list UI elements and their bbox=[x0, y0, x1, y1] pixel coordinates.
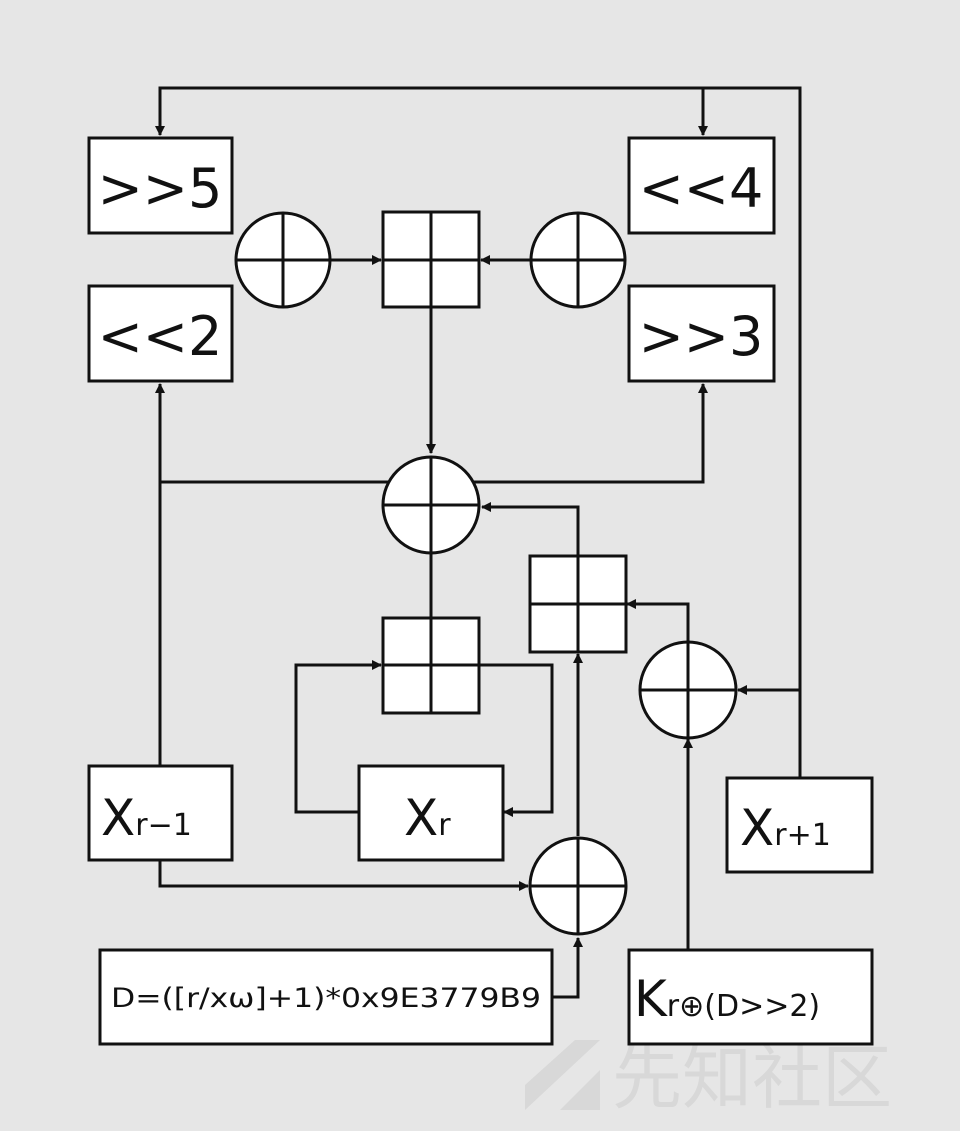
shr5-label: >>5 bbox=[98, 157, 223, 220]
add-node-right bbox=[528, 554, 628, 654]
shl2-box: <<2 bbox=[87, 284, 234, 383]
watermark: 先知社区 bbox=[525, 1037, 892, 1119]
shl4-label: <<4 bbox=[639, 157, 764, 220]
x-cur-label: Xr bbox=[404, 789, 451, 847]
shr3-box: >>3 bbox=[627, 284, 776, 383]
delta-label: D=([r/xω]+1)*0x9E3779B9 bbox=[111, 983, 541, 1014]
shr5-box: >>5 bbox=[87, 136, 234, 235]
shl4-box: <<4 bbox=[627, 136, 776, 235]
line-branch-to-shr3 bbox=[160, 383, 708, 484]
xor-node-bottom bbox=[528, 836, 628, 936]
line-xorK-to-addR bbox=[626, 599, 690, 641]
x-cur-box: Xr bbox=[357, 764, 505, 862]
watermark-text: 先知社区 bbox=[612, 1037, 892, 1119]
line-addR-to-xorC bbox=[481, 502, 580, 556]
line-xprev-to-xorB bbox=[158, 860, 529, 891]
x-next-label: Xr+1 bbox=[740, 799, 831, 857]
line-xnext-top bbox=[155, 86, 802, 777]
add-node-middle bbox=[381, 616, 481, 715]
xor-node-center bbox=[381, 455, 481, 555]
xor-node-key bbox=[638, 640, 738, 740]
add-node-top bbox=[381, 210, 481, 309]
line-delta-to-xorB bbox=[552, 937, 583, 999]
line-xr-loop-left bbox=[294, 660, 382, 814]
x-next-box: Xr+1 bbox=[725, 776, 874, 874]
connections bbox=[155, 86, 802, 999]
delta-box: D=([r/xω]+1)*0x9E3779B9 bbox=[98, 948, 554, 1046]
shr3-label: >>3 bbox=[639, 305, 764, 368]
xor-node-right bbox=[529, 211, 627, 309]
line-addM-to-xr bbox=[480, 663, 554, 817]
x-prev-box: Xr−1 bbox=[87, 764, 234, 862]
key-box: Kr⊕(D>>2) bbox=[627, 948, 874, 1046]
shl2-label: <<2 bbox=[98, 305, 223, 368]
xor-node-left bbox=[234, 211, 332, 309]
x-prev-label: Xr−1 bbox=[101, 789, 192, 847]
key-label: Kr⊕(D>>2) bbox=[634, 970, 820, 1028]
